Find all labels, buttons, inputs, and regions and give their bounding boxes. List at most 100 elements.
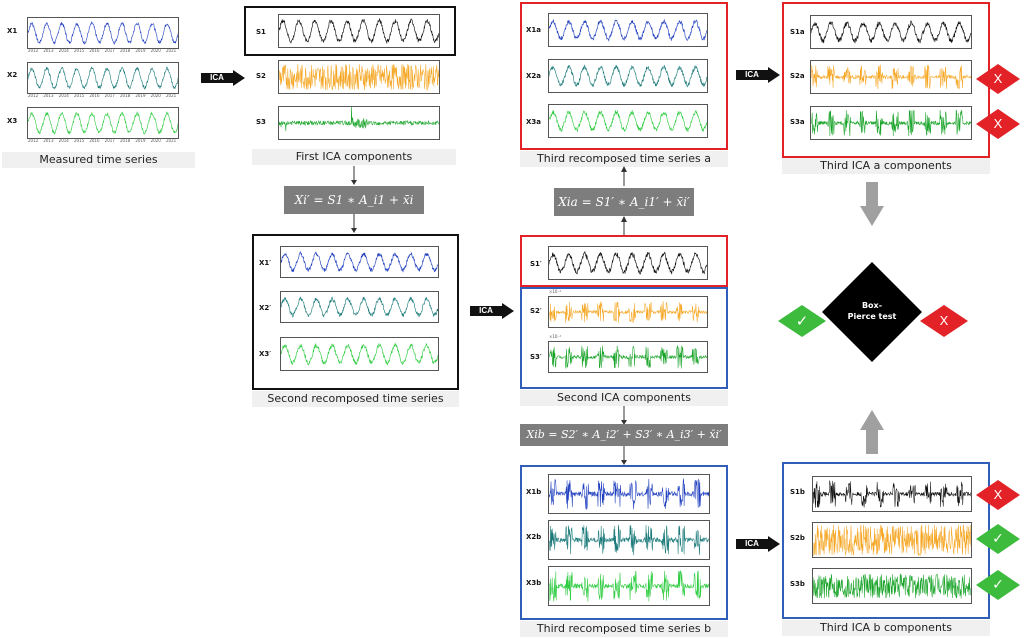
plot-s3 (278, 106, 440, 140)
ica-arrow-1: ICA (201, 70, 245, 86)
series-x2b (549, 524, 709, 556)
check-label: ✓ (992, 531, 1004, 547)
year-tick-label: 2015 (74, 93, 85, 98)
arrow-right-icon (736, 67, 780, 83)
signal-trace (28, 66, 178, 90)
signal-trace (813, 480, 971, 508)
year-tick-label: 2019 (135, 93, 146, 98)
year-tick-label: 2020 (150, 138, 161, 143)
series-s2-prime (549, 301, 707, 323)
check-label: ✓ (795, 312, 809, 330)
ica-arrow-3: ICA (736, 67, 780, 83)
year-tick-label: 2013 (43, 93, 54, 98)
ica-label: ICA (745, 539, 759, 548)
label-x3a: X3a (526, 118, 541, 126)
series-x3b (549, 570, 709, 602)
label-s1b: S1b (790, 488, 805, 496)
year-tick-label: 2021 (166, 93, 177, 98)
plot-x3b (548, 566, 710, 606)
signal-trace (549, 345, 707, 369)
label-s3a: S3a (790, 118, 805, 126)
plot-x1-prime (280, 246, 439, 278)
label-x3: X3 (7, 117, 18, 125)
year-tick-label: 2014 (58, 48, 69, 53)
year-tick-label: 2019 (135, 48, 146, 53)
plot-x2-prime (280, 291, 439, 323)
label-x1b: X1b (526, 488, 542, 496)
caption-measured: Measured time series (2, 152, 195, 168)
cross-label: X (939, 313, 949, 328)
plot-x3-prime (280, 337, 439, 371)
reject-badge-s3a: X (976, 109, 1020, 139)
signal-trace (281, 250, 438, 273)
series-x2-prime (281, 296, 438, 318)
label-x2-prime: X2′ (259, 304, 272, 312)
label-s1: S1 (256, 28, 266, 36)
year-tick-label: 2016 (89, 138, 100, 143)
caption-first-ica: First ICA components (252, 149, 456, 165)
check-icon (976, 524, 1020, 554)
label-s1-prime: S1′ (530, 260, 542, 268)
signal-trace (549, 570, 709, 602)
year-tick-label: 2021 (166, 138, 177, 143)
signal-trace (549, 64, 707, 88)
series-x3 (28, 111, 178, 135)
label-x2: X2 (7, 71, 18, 79)
signal-trace (28, 111, 178, 135)
label-s3-prime: S3′ (530, 353, 542, 361)
plot-x1b (548, 474, 710, 514)
series-x1 (28, 21, 178, 45)
equation-xib: Xib = S2′ ∗ A_i2′ + S3′ ∗ A_i3′ + x̄i′ (520, 424, 728, 446)
scale-s3-prime: ×10⁻⁴ (549, 334, 562, 339)
signal-trace (279, 63, 439, 91)
series-s2a (811, 64, 971, 90)
series-x2a (549, 64, 707, 88)
plot-s2a (810, 60, 972, 94)
year-tick-label: 2012 (28, 48, 39, 53)
plot-x3a (548, 104, 708, 138)
signal-trace (811, 20, 971, 44)
label-s3b: S3b (790, 580, 805, 588)
series-x3-prime (281, 342, 438, 366)
label-x3b: X3b (526, 579, 542, 587)
cross-icon (976, 480, 1020, 510)
cross-icon (976, 109, 1020, 139)
signal-trace (811, 109, 971, 137)
plot-s3b (812, 568, 972, 604)
year-tick-label: 2018 (120, 48, 131, 53)
ica-arrow-2: ICA (470, 303, 514, 319)
year-tick-label: 2015 (74, 48, 85, 53)
series-s1-prime (549, 251, 707, 275)
series-s1b (813, 480, 971, 508)
year-tick-label: 2021 (166, 48, 177, 53)
signal-trace (28, 21, 178, 45)
plot-x1 (27, 17, 179, 49)
label-s2: S2 (256, 72, 266, 80)
arrow-right-icon (736, 536, 780, 552)
plot-s2 (278, 60, 440, 94)
year-tick-label: 2018 (120, 138, 131, 143)
label-x1a: X1a (526, 26, 541, 34)
plot-s1a (810, 15, 972, 49)
label-s2a: S2a (790, 72, 805, 80)
signal-trace (813, 524, 971, 557)
caption-third-ica-b: Third ICA b components (782, 620, 990, 636)
box-pierce-line1: Box- (861, 301, 883, 310)
series-s3a (811, 109, 971, 137)
cross-label: X (993, 116, 1003, 131)
caption-second-ica: Second ICA components (520, 390, 728, 406)
caption-second-recomposed: Second recomposed time series (252, 391, 459, 407)
label-x1: X1 (7, 27, 18, 35)
accept-badge-s2b: ✓ (976, 524, 1020, 554)
plot-s1-prime (548, 246, 708, 280)
year-tick-label: 2018 (120, 93, 131, 98)
series-s1a (811, 20, 971, 44)
series-s1 (279, 17, 439, 45)
box-pierce-line2: Pierce test (847, 312, 897, 321)
series-s3 (279, 107, 439, 132)
signal-trace (549, 524, 709, 556)
series-s2 (279, 63, 439, 91)
year-tick-label: 2020 (150, 48, 161, 53)
year-tick-label: 2012 (28, 93, 39, 98)
series-x1b (549, 478, 709, 511)
